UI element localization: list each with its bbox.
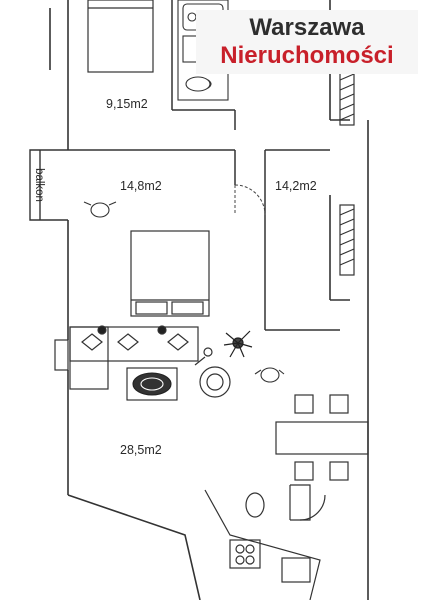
- bed-small: [87, 0, 154, 73]
- window-upper: [339, 69, 355, 126]
- room-area-9-15: 9,15m2: [106, 97, 148, 111]
- room-area-14-2: 14,2m2: [275, 179, 317, 193]
- room-area-28-5: 28,5m2: [120, 443, 162, 457]
- plant: [223, 330, 253, 358]
- logo-line-warszawa: Warszawa: [249, 14, 365, 41]
- balcony-label: balkon: [33, 168, 45, 202]
- dining-set: [275, 394, 369, 481]
- interior-walls: [68, 0, 340, 331]
- agency-logo: Warszawa Nieruchomości: [196, 10, 418, 74]
- kitchen-unit: [204, 484, 326, 600]
- person-figures: [83, 201, 285, 383]
- window-left: [54, 339, 69, 371]
- bed-main: [130, 230, 210, 317]
- balcony-bay: [29, 149, 68, 221]
- armchair: [194, 347, 231, 398]
- sofa: [69, 325, 199, 390]
- window-lower: [339, 204, 355, 276]
- room-area-14-8: 14,8m2: [120, 179, 162, 193]
- door-swing: [234, 184, 266, 216]
- rug: [126, 367, 178, 401]
- logo-line-nieruchomosci: Nieruchomości: [220, 42, 394, 69]
